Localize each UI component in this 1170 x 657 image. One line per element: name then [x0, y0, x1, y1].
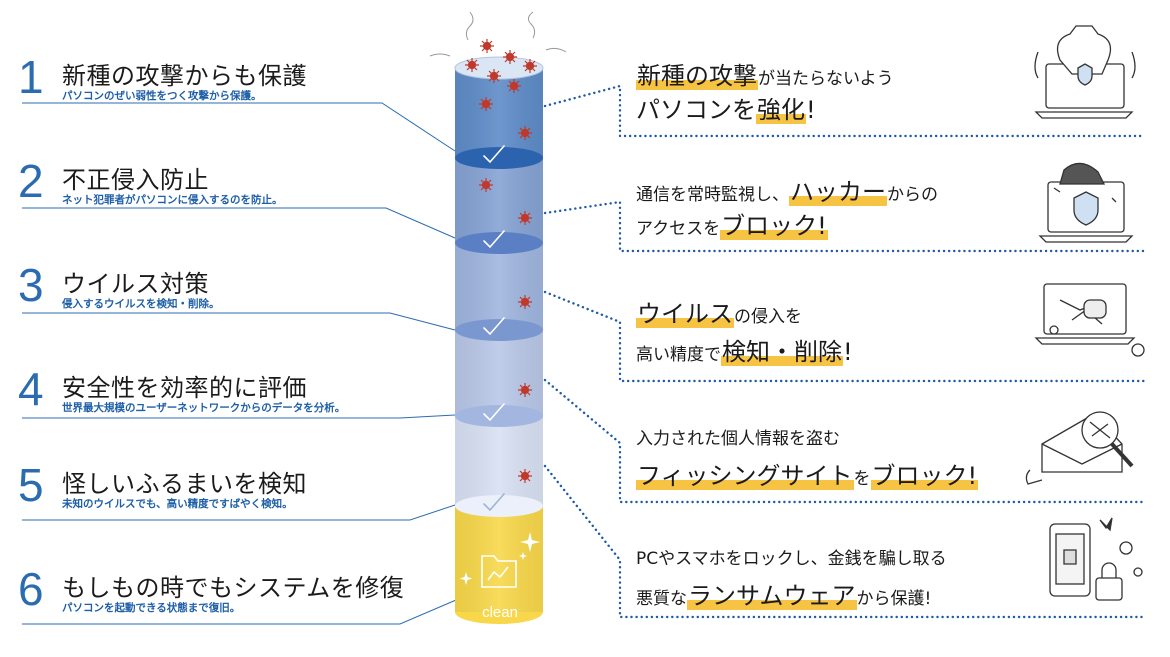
callout-segment: 通信を常時監視し、 — [636, 185, 789, 205]
callout-segment: PCやスマホをロックし、金銭を騙し取る — [636, 549, 947, 569]
feature-1: 1 新種の攻撃からも保護 パソコンのぜい弱性をつく攻撃から保護。 — [18, 54, 438, 144]
callout-3: ウイルスの侵入を 高い精度で検知・削除! — [636, 294, 853, 366]
filter-discs — [455, 147, 543, 517]
callout-segment: から保護! — [856, 589, 932, 609]
feature-subtitle: 世界最大規模のユーザーネットワークからのデータを分析。 — [62, 402, 346, 414]
callout-segment: 悪質な — [636, 589, 687, 609]
feature-number: 5 — [18, 459, 44, 511]
feature-2: 2 不正侵入防止 ネット犯罪者がパソコンに侵入するのを防止。 — [18, 158, 438, 248]
callout-segment: 新種の攻撃 — [636, 62, 758, 90]
feature-subtitle: パソコンを起動できる状態まで復旧。 — [62, 602, 241, 614]
clean-folder-icon — [481, 555, 517, 588]
feature-subtitle: ネット犯罪者がパソコンに侵入するのを防止。 — [62, 194, 283, 206]
feature-number: 1 — [18, 51, 44, 103]
feature-title: 安全性を効率的に評価 — [62, 374, 307, 402]
feature-number: 4 — [18, 363, 44, 415]
callout-segment: 入力された個人情報を盗む — [636, 429, 840, 449]
feature-title: もしもの時でもシステムを修復 — [62, 574, 405, 602]
feature-title: 新種の攻撃からも保護 — [62, 62, 307, 90]
cylinder-top — [454, 56, 544, 80]
callout-segment: パソコンを — [636, 96, 756, 124]
hacker-at-laptop-icon — [1034, 25, 1136, 119]
feature-title: 不正侵入防止 — [62, 166, 209, 194]
callout-segment: の侵入を — [734, 307, 802, 327]
locked-phone-icon — [1049, 517, 1143, 601]
feature-title: 怪しいふるまいを検知 — [62, 470, 307, 498]
callout-segment: フィッシングサイト — [636, 462, 854, 490]
feature-subtitle: パソコンのぜい弱性をつく攻撃から保護。 — [62, 90, 262, 102]
callout-4: 入力された個人情報を盗む フィッシングサイトをブロック! — [636, 424, 979, 492]
virus-icon — [465, 39, 537, 483]
feature-connector-lines — [22, 102, 457, 625]
callout-segment: 強化 — [756, 96, 806, 124]
callout-segment: ブロック! — [870, 462, 979, 490]
shield-icon — [1038, 162, 1134, 243]
check-mark-icon — [483, 145, 505, 512]
callout-segment: ウイルス — [636, 300, 734, 328]
callout-segment: ハッカー — [789, 178, 887, 206]
feature-subtitle: 侵入するウイルスを検知・削除。 — [62, 298, 220, 310]
feature-number: 2 — [18, 155, 44, 207]
sparkle-icon — [459, 532, 540, 585]
callout-2: 通信を常時監視し、ハッカーからの アクセスをブロック! — [636, 172, 938, 240]
fist-breaking-screen-icon — [1034, 283, 1145, 357]
callout-5: PCやスマホをロックし、金銭を騙し取る 悪質なランサムウェアから保護! — [636, 544, 947, 612]
feature-4: 4 安全性を効率的に評価 世界最大規模のユーザーネットワークからのデータを分析。 — [18, 366, 438, 456]
callout-segment: ! — [843, 338, 853, 366]
smoke-wisps — [429, 11, 567, 57]
callout-segment: からの — [887, 185, 938, 205]
feature-3: 3 ウイルス対策 侵入するウイルスを検知・削除。 — [18, 262, 438, 352]
feature-subtitle: 未知のウイルスでも、高い精度ですばやく検知。 — [62, 498, 293, 510]
feature-6: 6 もしもの時でもシステムを修復 パソコンを起動できる状態まで復旧。 — [18, 566, 438, 656]
feature-number: 3 — [18, 259, 44, 311]
callout-segment: 高い精度で — [636, 345, 721, 365]
callout-segment: 検知・削除 — [721, 338, 843, 366]
callout-segment: アクセスを — [636, 219, 721, 239]
callout-segment: を — [853, 469, 871, 489]
callout-segment: が当たらないよう — [758, 69, 894, 89]
callout-segment: ランサムウェア — [687, 582, 857, 610]
callout-connectors — [543, 84, 1147, 619]
feature-number: 6 — [18, 563, 44, 615]
callout-segment: ! — [806, 96, 816, 124]
envelope-magnifier-icon — [1025, 411, 1134, 485]
callout-1: 新種の攻撃が当たらないよう パソコンを強化! — [636, 56, 894, 124]
callout-segment: ブロック! — [720, 212, 828, 240]
clean-label: clean — [482, 604, 518, 621]
feature-title: ウイルス対策 — [62, 270, 209, 298]
feature-5: 5 怪しいふるまいを検知 未知のウイルスでも、高い精度ですばやく検知。 — [18, 462, 438, 552]
